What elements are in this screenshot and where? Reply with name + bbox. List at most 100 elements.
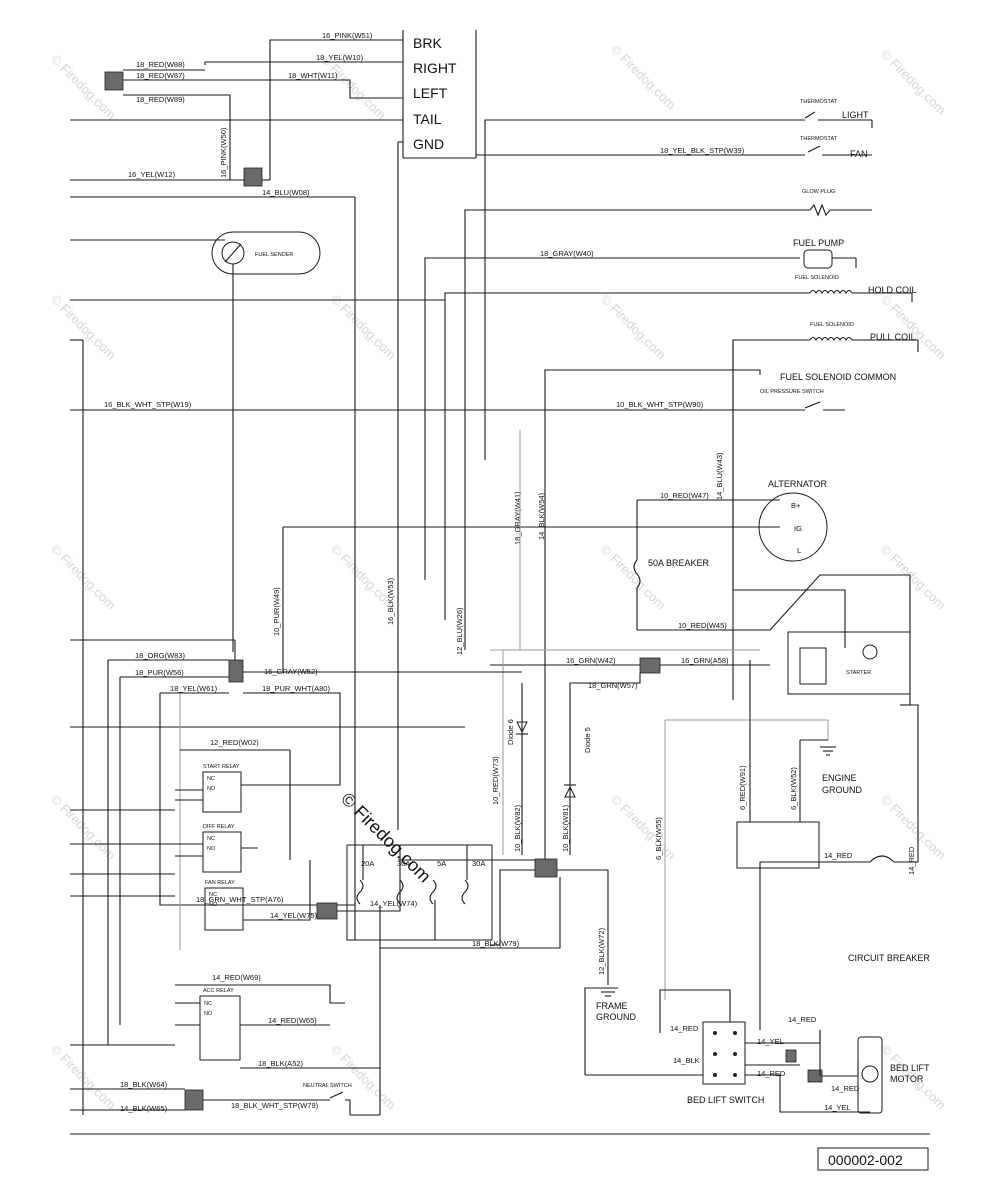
label-yel-w74: 14_YEL(W74) (370, 899, 418, 908)
label-gray-w40: 18_GRAY(W40) (540, 249, 594, 258)
label-grn-w57: 18_GRN(W57) (588, 681, 638, 690)
part-number: 000002-002 (828, 1152, 903, 1168)
label-light: LIGHT (842, 110, 869, 120)
label-grn-a58: 16_GRN(A58) (681, 656, 729, 665)
label-circuit-breaker: CIRCUIT BREAKER (848, 953, 930, 963)
label-fuse-30a-1: 30A (397, 859, 410, 868)
label-alt-ig: IG (794, 524, 802, 533)
label-blu-w43: 14_BLU(W43) (715, 452, 724, 500)
label-grn-wht-stp-a76: 18_GRN_WHT_STP(A76) (196, 895, 284, 904)
label-fan-relay-no: NO (209, 902, 218, 908)
label-start-relay-nc: NC (207, 776, 215, 782)
label-red-w45: 10_RED(W45) (678, 621, 727, 630)
label-start-relay: START RELAY (203, 764, 240, 770)
fuel-pump: FUEL PUMP 18_GRAY(W40) (424, 238, 857, 580)
label-blk-w65: 14_BLK(W65) (120, 1104, 168, 1113)
battery-box (736, 821, 820, 869)
label-blk-w72: 12_BLK(W72) (597, 927, 606, 975)
label-red-14-b: 14_RED (788, 1015, 817, 1024)
label-yel-w12: 16_YEL(W12) (128, 170, 176, 179)
label-red-14-c: 14_RED (757, 1069, 786, 1078)
thermostat-light: THERMOSTAT LIGHT (484, 99, 873, 460)
top-harness-wires: 16_PINK(W51) 18_YEL(W10) 18_WHT(W11) 18_… (70, 31, 403, 910)
alternator: ALTERNATOR B+ IG L 10_RED(W47) 14_BLU(W4… (272, 345, 828, 673)
pin-tail: TAIL (413, 111, 442, 127)
central-splice (354, 858, 561, 1115)
label-red-w88: 18_RED(W88) (136, 60, 185, 69)
label-blk-wht-stp-w90: 10_BLK_WHT_STP(W90) (616, 400, 704, 409)
oil-pressure-switch: OIL PRESSURE SWITCH 16_BLK_WHT_STP(W19) … (70, 389, 845, 411)
watermark-layer: © Firedog.com © Firedog.com © Firedog.co… (48, 42, 949, 1113)
connector-plug (639, 657, 661, 674)
grn-wires: Diode 6 Diode 5 16_GRN(W42) 16_GRN(A58) … (490, 649, 770, 855)
watermark-small: © Firedog.com (878, 292, 949, 363)
breaker-50a: 50A BREAKER 10_RED(W45) (633, 500, 770, 631)
label-pull-coil: PULL COIL (870, 332, 916, 342)
acc-relay: ACC RELAY NC NO 14_RED(W69) 14_RED(W65) … (175, 973, 380, 1069)
hold-coil: FUEL SOLENOID HOLD COIL (444, 275, 917, 620)
connector-plug (104, 71, 124, 91)
label-wht-w11: 18_WHT(W11) (288, 71, 338, 80)
label-fuse-5a: 5A (437, 859, 446, 868)
label-fuse-20a: 20A (361, 859, 374, 868)
part-number-box: 000002-002 (817, 1147, 929, 1171)
pin-left: LEFT (413, 85, 448, 101)
label-yel-blk-stp-w39: 18_YEL_BLK_STP(W39) (660, 146, 745, 155)
fuel-sender: FUEL SENDER (211, 231, 321, 652)
label-yel-w10: 18_YEL(W10) (316, 53, 364, 62)
label-blk-w81: 10_BLK(W81) (561, 804, 570, 852)
pin-gnd: GND (413, 136, 444, 152)
diff-relay-box (202, 831, 242, 873)
bed-lift-switch-box (702, 1021, 746, 1085)
label-diode-6: Diode 6 (506, 719, 515, 745)
label-diff-relay: DIFF RELAY (203, 824, 235, 830)
fuel-solenoid-common: FUEL SOLENOID COMMON (544, 369, 896, 855)
watermark-small: © Firedog.com (878, 542, 949, 613)
circuit-breaker: CIRCUIT BREAKER 14_RED (759, 851, 930, 1030)
watermark-small: © Firedog.com (328, 292, 399, 363)
label-fan-relay: FAN RELAY (205, 880, 235, 886)
label-pink-w50: 16_PINK(W50) (219, 127, 228, 178)
label-red-w87: 18_RED(W87) (136, 71, 185, 80)
label-glow-plug: GLOW PLUG (802, 189, 835, 195)
connector-plug (785, 1049, 797, 1063)
label-alternator: ALTERNATOR (768, 479, 828, 489)
label-fuel-solenoid-1: FUEL SOLENOID (795, 275, 839, 281)
label-fan: FAN (850, 149, 868, 159)
label-bed-lift-switch: BED LIFT SWITCH (687, 1095, 764, 1105)
label-grn-w42: 16_GRN(W42) (566, 656, 616, 665)
label-acc-relay-nc: NC (204, 1001, 212, 1007)
label-neutral-switch: NEUTRAL SWITCH (303, 1083, 352, 1089)
pin-right: RIGHT (413, 60, 457, 76)
label-red-w73: 10_RED(W73) (491, 756, 500, 805)
connector-plug (316, 902, 338, 920)
label-yel-14-a: 14_YEL (757, 1037, 784, 1046)
connector-plug (184, 1089, 204, 1111)
label-blk-w54: 14_BLK(W54) (537, 492, 546, 540)
label-org-w83: 18_ORG(W83) (135, 651, 186, 660)
label-gray-w41: 18_GRAY(W41) (513, 491, 522, 545)
label-fuel-solenoid-2: FUEL SOLENOID (810, 322, 854, 328)
watermark-small: © Firedog.com (878, 47, 949, 118)
watermark-small: © Firedog.com (598, 292, 669, 363)
label-red-14-d: 14_RED (831, 1084, 860, 1093)
connector-plug (228, 659, 244, 683)
label-thermostat-2: THERMOSTAT (800, 136, 838, 142)
pin-brk: BRK (413, 35, 442, 51)
neutral-switch: NEUTRAL SWITCH 18_BLK(W64) 14_BLK(W65) 1… (120, 939, 520, 1116)
diff-relay: DIFF RELAY NC NO (175, 824, 258, 873)
label-acc-relay: ACC RELAY (203, 988, 234, 994)
label-red-w47: 10_RED(W47) (660, 491, 709, 500)
label-starter: STARTER (846, 670, 871, 676)
fuse-block: 20A 30A 5A 30A (346, 844, 493, 941)
label-start-relay-no: NO (207, 786, 216, 792)
label-yel-w61: 18_YEL(W61) (170, 684, 218, 693)
label-thermostat-1: THERMOSTAT (800, 99, 838, 105)
label-red-14-a: 14_RED (670, 1024, 699, 1033)
label-blk-w79: 18_BLK(W79) (472, 939, 520, 948)
label-yel-w75: 14_YEL(W75) (270, 911, 318, 920)
label-blk-wht-stp-w19: 16_BLK_WHT_STP(W19) (104, 400, 192, 409)
label-fuel-solenoid-common: FUEL SOLENOID COMMON (780, 372, 896, 382)
label-yel-14-b: 14_YEL (824, 1103, 851, 1112)
label-pur-w56: 18_PUR(W56) (135, 668, 184, 677)
